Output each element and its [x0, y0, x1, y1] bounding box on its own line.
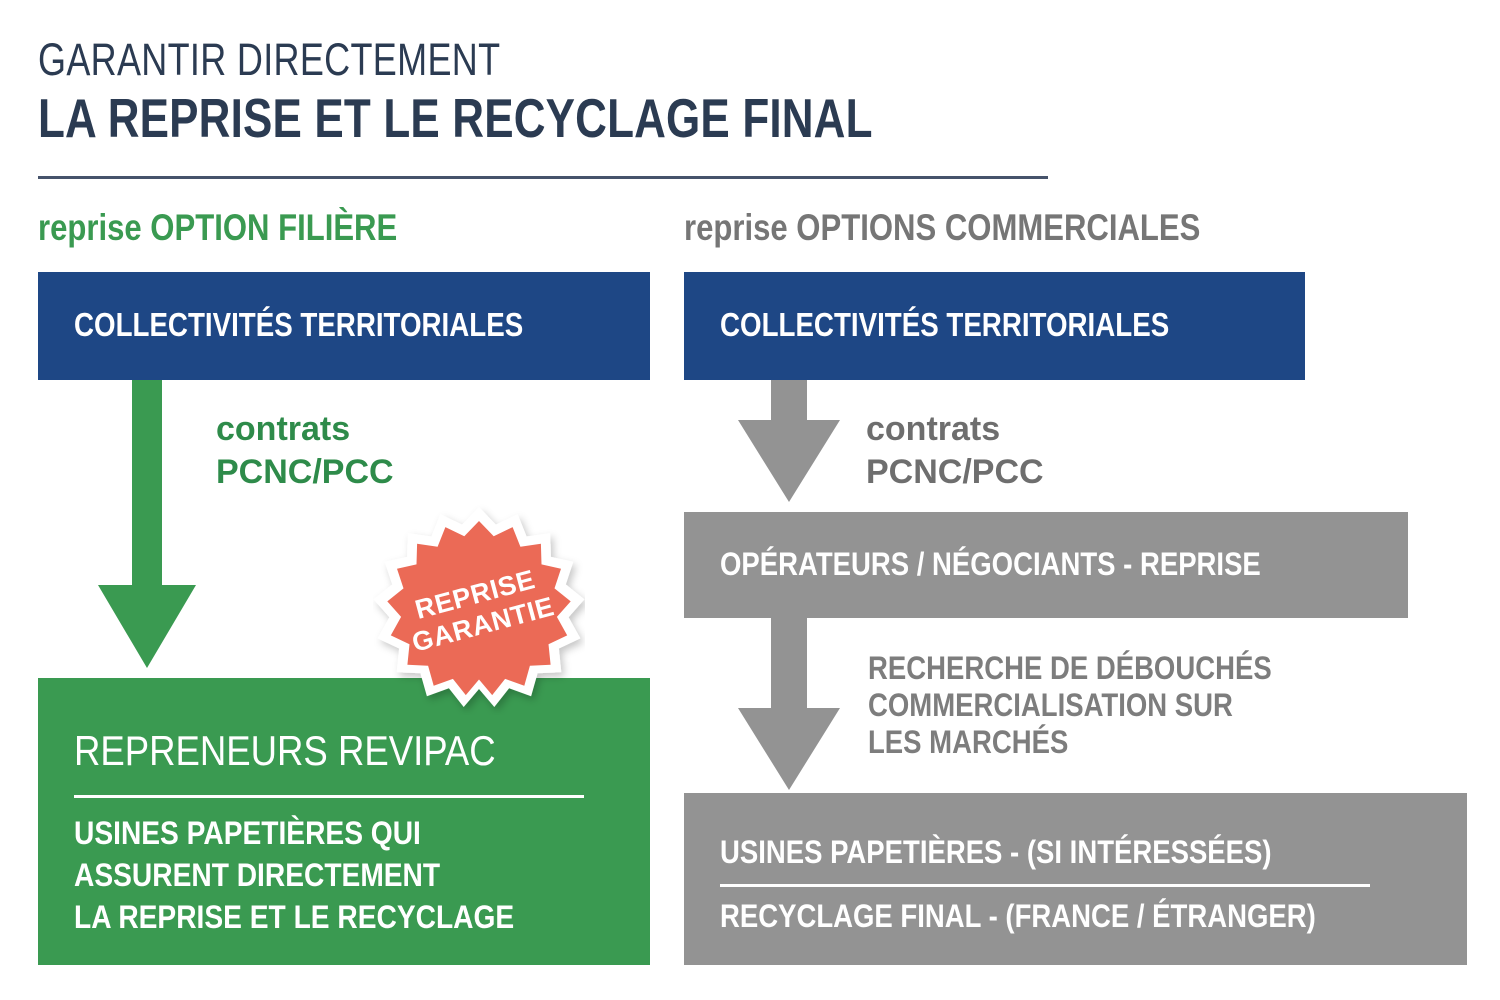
title-line-1: GARANTIR DIRECTEMENT	[38, 34, 501, 85]
arrow-down-gray-contracts	[738, 380, 840, 502]
repreneurs-divider	[74, 795, 584, 798]
page-title: GARANTIR DIRECTEMENT LA REPRISE ET LE RE…	[38, 34, 1108, 148]
badge-reprise-garantie: REPRISE GARANTIE	[373, 503, 585, 715]
annotation-recherche-debouches: RECHERCHE DE DÉBOUCHÉS COMMERCIALISATION…	[868, 650, 1272, 760]
box-collectivites-territoriales-left: COLLECTIVITÉS TERRITORIALES	[38, 272, 650, 380]
column-header-right-lead: reprise	[684, 207, 797, 248]
box-collectivites-right-label: COLLECTIVITÉS TERRITORIALES	[720, 306, 1170, 343]
arrow-down-green-contracts	[98, 380, 196, 668]
repreneurs-body: USINES PAPETIÈRES QUI ASSURENT DIRECTEME…	[74, 815, 515, 935]
column-header-left-lead: reprise	[38, 207, 151, 248]
annotation-contrats-right: contrats PCNC/PCC	[866, 410, 1044, 491]
column-header-right-emph: OPTIONS COMMERCIALES	[796, 207, 1201, 248]
usines-gray-divider	[720, 884, 1370, 887]
box-usines-recyclage-final: USINES PAPETIÈRES - (SI INTÉRESSÉES) REC…	[684, 793, 1467, 965]
usines-gray-line-2: RECYCLAGE FINAL - (FRANCE / ÉTRANGER)	[720, 898, 1316, 934]
box-collectivites-left-label: COLLECTIVITÉS TERRITORIALES	[74, 306, 524, 343]
repreneurs-title: REPRENEURS REVIPAC	[74, 727, 496, 774]
column-header-left-emph: OPTION FILIÈRE	[150, 207, 398, 248]
title-divider	[38, 176, 1048, 179]
arrow-down-gray-markets	[738, 618, 840, 790]
box-collectivites-territoriales-right: COLLECTIVITÉS TERRITORIALES	[684, 272, 1305, 380]
box-operateurs-negociants-reprise: OPÉRATEURS / NÉGOCIANTS - REPRISE	[684, 512, 1408, 618]
column-header-option-filiere: reprise OPTION FILIÈRE	[38, 208, 397, 248]
box-repreneurs-revipac: REPRENEURS REVIPAC USINES PAPETIÈRES QUI…	[38, 678, 650, 965]
annotation-contrats-left: contrats PCNC/PCC	[216, 410, 394, 491]
box-operateurs-label: OPÉRATEURS / NÉGOCIANTS - REPRISE	[720, 546, 1261, 582]
usines-gray-line-1: USINES PAPETIÈRES - (SI INTÉRESSÉES)	[720, 834, 1272, 870]
title-line-2: LA REPRISE ET LE RECYCLAGE FINAL	[38, 87, 873, 149]
column-header-options-commerciales: reprise OPTIONS COMMERCIALES	[684, 208, 1200, 248]
